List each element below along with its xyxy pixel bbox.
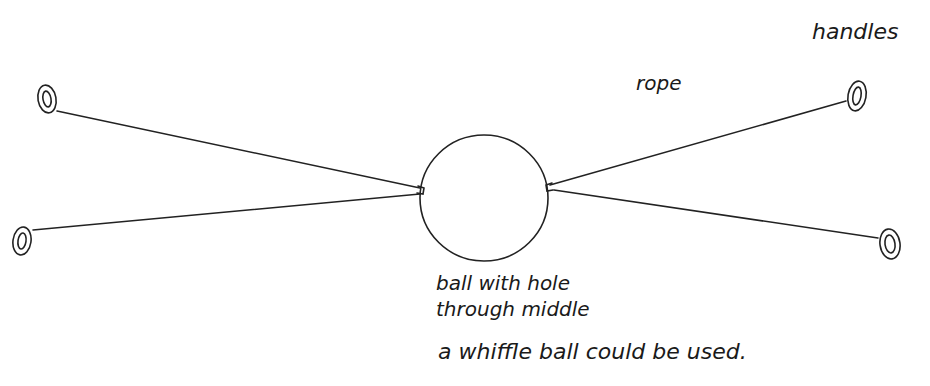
part-label: rope xyxy=(636,70,726,96)
handle xyxy=(36,84,59,115)
ball xyxy=(420,135,548,261)
handle xyxy=(846,80,869,113)
note: a whiffle ball could be used. xyxy=(438,338,878,367)
rope-line xyxy=(554,190,878,238)
ball-hole xyxy=(546,183,553,191)
part-label: handles xyxy=(812,18,922,47)
rope-line xyxy=(550,101,846,185)
rope-line xyxy=(57,111,420,188)
ball-hole xyxy=(417,186,424,194)
handle xyxy=(11,226,33,256)
part-label: ball with hole through middle xyxy=(436,270,611,322)
rope-line xyxy=(33,194,420,230)
handle xyxy=(878,228,902,260)
